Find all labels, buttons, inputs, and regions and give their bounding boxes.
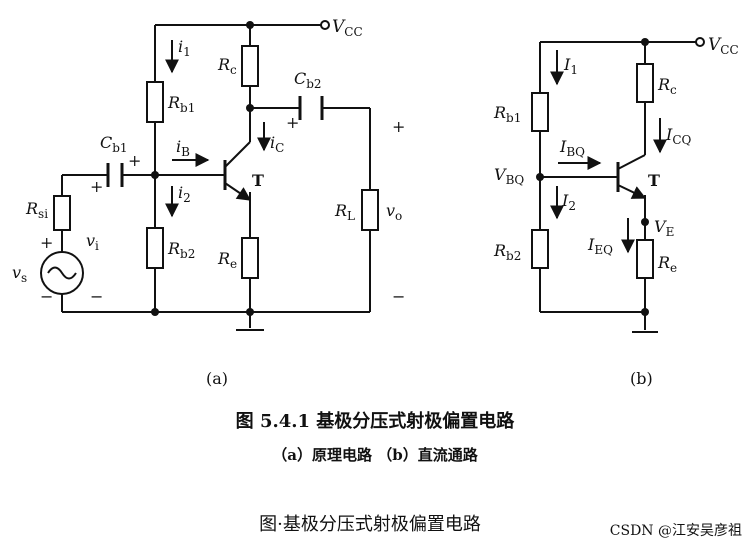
junction-dots-b <box>536 38 649 316</box>
cb1-plus-sign: + <box>128 151 141 170</box>
figure-caption: 图·基极分压式射极偏置电路 <box>259 514 481 535</box>
rl-label: RL <box>334 201 355 223</box>
rb1-label: Rb1 <box>167 93 195 115</box>
rc-label-b: Rc <box>657 75 677 97</box>
rsi-label: Rsi <box>25 199 48 221</box>
cb2-capacitor <box>298 96 324 120</box>
rc-resistor <box>241 45 259 87</box>
cb2-plus-sign: + <box>286 113 299 132</box>
output-plus-sign: + <box>392 117 405 136</box>
panel-label-a: (a) <box>206 369 228 388</box>
signal-source-icon <box>40 251 84 295</box>
ve-label: VE <box>654 217 674 239</box>
vs-label: vs <box>12 263 27 285</box>
rl-resistor <box>361 189 379 231</box>
transistor-label-b: T <box>648 171 660 190</box>
ic-label: iC <box>270 133 284 155</box>
vi-minus-sign: − <box>90 287 103 306</box>
Ibq-label: IBQ <box>559 137 585 159</box>
rb1-resistor-b <box>531 92 549 132</box>
figure-subtitle: （a）原理电路 （b）直流通路 <box>272 446 478 464</box>
ib-label: iB <box>176 137 190 159</box>
vbq-label: VBQ <box>494 165 524 187</box>
re-label: Re <box>217 249 237 271</box>
panel-label-b: (b) <box>630 369 653 388</box>
rc-label: Rc <box>217 55 237 77</box>
vo-label: vo <box>386 201 402 223</box>
re-resistor <box>241 237 259 279</box>
transistor-label-a: T <box>252 171 264 190</box>
transistor-t-icon-b <box>616 154 647 199</box>
rc-resistor-b <box>636 63 654 103</box>
rb1-resistor <box>146 81 164 123</box>
cb1-left-plus-sign: + <box>90 177 103 196</box>
cb1-label: Cb1 <box>100 133 128 155</box>
rsi-resistor <box>53 195 71 231</box>
rb2-label: Rb2 <box>167 239 195 261</box>
Ieq-label: IEQ <box>587 235 613 257</box>
cb2-label: Cb2 <box>294 69 322 91</box>
Icq-label: ICQ <box>665 125 692 147</box>
source-minus-sign: − <box>40 287 53 306</box>
junction-dots-a <box>151 21 254 316</box>
output-minus-sign: − <box>392 287 405 306</box>
rb2-resistor-b <box>531 229 549 269</box>
vcc-label-b: VCC <box>708 35 739 57</box>
transistor-t-icon <box>223 141 252 201</box>
vcc-terminal-b <box>695 37 705 47</box>
source-plus-sign: + <box>40 233 53 252</box>
I2-label: I2 <box>561 191 576 213</box>
re-label-b: Re <box>657 253 677 275</box>
i2-label: i2 <box>178 183 191 205</box>
rb2-label-b: Rb2 <box>493 241 521 263</box>
i1-label: i1 <box>178 37 191 59</box>
I1-label: I1 <box>563 55 578 77</box>
figure-title: 图 5.4.1 基极分压式射极偏置电路 <box>236 410 516 432</box>
rb2-resistor <box>146 227 164 269</box>
vcc-label-a: VCC <box>332 17 363 39</box>
vcc-terminal-a <box>320 20 330 30</box>
cb1-capacitor <box>106 163 124 187</box>
re-resistor-b <box>636 239 654 279</box>
vi-label: vi <box>86 231 99 253</box>
rb1-label-b: Rb1 <box>493 103 521 125</box>
csdn-watermark: CSDN @江安吴彦祖 <box>610 523 742 539</box>
